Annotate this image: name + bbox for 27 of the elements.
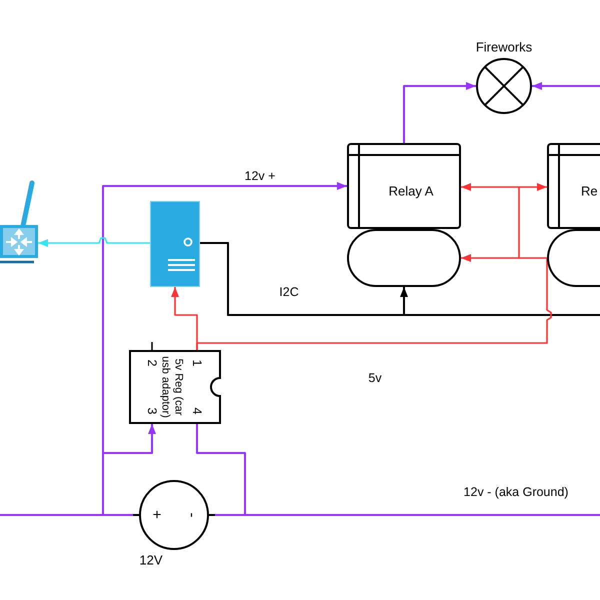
wire [215,514,600,516]
wire [102,424,156,516]
rounded-box [547,229,600,287]
pin-number: 3 [144,408,160,414]
node-label: Relay A [388,184,434,200]
wire [519,183,547,191]
wire [196,424,246,516]
wire [532,82,600,90]
node-label: 5v Reg (car usb adaptor) [159,355,185,420]
pin-number: 2 [144,360,160,366]
chip-symbol [129,350,221,424]
wire-label: 12v + [244,168,276,184]
pin-number: 4 [190,408,204,414]
polarity-sign: + [152,506,162,524]
pin-number: 1 [190,360,204,366]
voltage-label: 12V [139,554,163,568]
wire [0,514,133,516]
wire-label: 12v - (aka Ground) [464,484,568,500]
relay-box [347,143,461,229]
wire [461,254,519,262]
wire-label: 5v [368,370,382,386]
wire [38,237,150,247]
node-label: Re [581,184,598,200]
wire-label: I2C [279,284,299,300]
polarity-sign: - [183,512,201,518]
node-label: Fireworks [476,40,532,56]
relay-box [547,143,600,229]
